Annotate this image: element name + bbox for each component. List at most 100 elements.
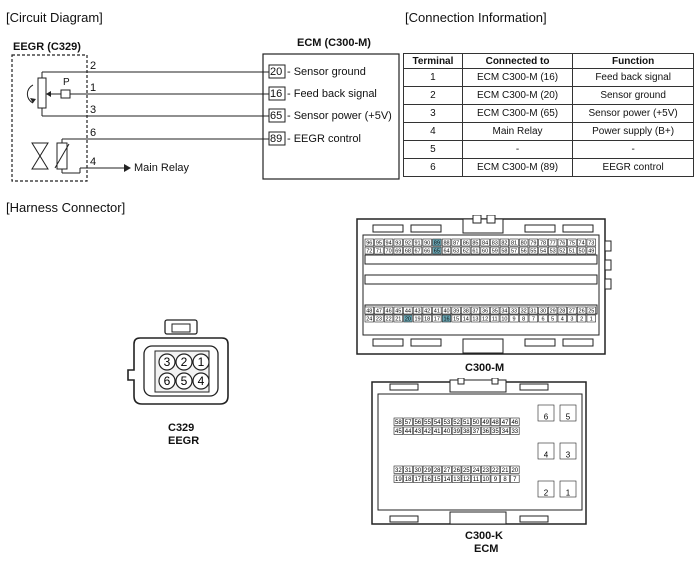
- cell: 2: [403, 86, 463, 105]
- c300k-pin-label: 29: [424, 468, 431, 474]
- c300k-pin-label: 31: [405, 468, 412, 474]
- c300k-pin-25: [461, 465, 472, 474]
- c300m-pin-label: 7: [532, 317, 535, 323]
- c300m-pin-label: 86: [463, 241, 469, 247]
- c300m-pin-5: [548, 314, 558, 323]
- c300m-pin-label: 65: [434, 249, 440, 255]
- c300m-pin-48: [364, 306, 374, 315]
- c300m-pin-label: 49: [588, 249, 594, 255]
- c300m-pin-4: [557, 314, 567, 323]
- c300k-pin-label: 39: [453, 429, 460, 435]
- c300m-pin-label: 16: [443, 317, 449, 323]
- c300k-pin-label: 23: [482, 468, 489, 474]
- c300m-pin-14: [461, 314, 471, 323]
- c300m-pin-46: [383, 306, 394, 315]
- c300m-pin-84: [480, 238, 490, 247]
- c300m-pin-label: 26: [579, 309, 585, 315]
- c300k-pin-label: 13: [453, 477, 460, 483]
- c300k-pin-label: 16: [424, 477, 431, 483]
- c300m-pin-label: 77: [550, 241, 556, 247]
- c300m-pin-29: [548, 306, 558, 315]
- c300k-pin-52: [451, 417, 462, 426]
- c300m-pin-32: [519, 306, 529, 315]
- c300k-pin-label: 28: [434, 468, 441, 474]
- c300m-pin-label: 90: [424, 241, 430, 247]
- c300m-pin-label: 46: [386, 309, 392, 315]
- c300k-pin-29: [422, 465, 433, 474]
- c300m-pin-label: 42: [424, 309, 430, 315]
- c300m-pin-label: 23: [376, 317, 382, 323]
- c300m-pin-31: [528, 306, 538, 315]
- c300m-pin-73: [586, 238, 596, 247]
- ecm-terminal-16-label: - Feed back signal: [287, 88, 377, 100]
- c300m-pin-79: [528, 238, 538, 247]
- c300m-pin-label: 13: [472, 317, 478, 323]
- c300m-pin-label: 66: [424, 249, 430, 255]
- c300k-pin-label: 15: [434, 477, 441, 483]
- c300m-pin-label: 63: [453, 249, 459, 255]
- c300m-pin-label: 44: [405, 309, 411, 315]
- c300m-pin-1: [586, 314, 596, 323]
- c300k-pin-label: 26: [453, 468, 460, 474]
- cell: 6: [403, 158, 463, 177]
- c300m-pin-label: 96: [366, 241, 372, 247]
- circuit-diagram-title: [Circuit Diagram]: [6, 10, 103, 25]
- c300k-pin-21: [500, 465, 510, 474]
- c300k-pin-28: [432, 465, 442, 474]
- c300m-pin-label: 4: [561, 317, 564, 323]
- c300m-pin-63: [451, 246, 461, 255]
- c300k-pin-44: [403, 426, 413, 435]
- c300k-pin-30: [413, 465, 423, 474]
- c300k-pin-35: [490, 426, 501, 435]
- connection-info-title: [Connection Information]: [405, 10, 547, 25]
- c300m-pin-label: 1: [590, 317, 593, 323]
- c300k-pin-58: [393, 417, 404, 426]
- cell: 4: [403, 122, 463, 141]
- c300m-pin-59: [490, 246, 500, 255]
- c300k-pin-label: 46: [511, 420, 518, 426]
- c300m-pin-49: [586, 246, 596, 255]
- c300m-pin-label: 73: [588, 241, 594, 247]
- c300m-pin-label: 27: [569, 309, 575, 315]
- c300m-pin-label: 79: [530, 241, 536, 247]
- c300m-pin-label: 17: [434, 317, 440, 323]
- c300k-pin-16: [422, 474, 433, 483]
- c300m-pin-96: [364, 238, 374, 247]
- c300m-pin-77: [548, 238, 558, 247]
- c300m-pin-label: 75: [569, 241, 575, 247]
- c300m-pin-label: 71: [376, 249, 382, 255]
- table-row: 3 ECM C300-M (65) Sensor power (+5V): [403, 104, 694, 123]
- c300m-pin-15: [451, 314, 461, 323]
- c300k-pin-label: 49: [482, 420, 489, 426]
- c300m-pin-label: 54: [540, 249, 546, 255]
- c300m-pin-label: 28: [559, 309, 565, 315]
- c300k-pin-label: 2: [544, 489, 549, 498]
- ecm-terminal-89-label: - EEGR control: [287, 133, 361, 145]
- c300k-name: C300-K: [465, 530, 503, 542]
- c300m-pin-80: [519, 238, 529, 247]
- c300m-pin-label: 3: [570, 317, 573, 323]
- c300m-pin-label: 31: [530, 309, 536, 315]
- c300m-pin-label: 88: [443, 241, 449, 247]
- c300k-pin-label: 25: [463, 468, 470, 474]
- cell: 5: [403, 140, 463, 159]
- c300k-pin-24: [471, 465, 481, 474]
- c300k-pin-label: 27: [444, 468, 451, 474]
- c300k-pin-label: 52: [453, 420, 460, 426]
- c300m-pin-label: 37: [472, 309, 478, 315]
- c300k-pin-label: 19: [395, 477, 402, 483]
- c300m-pin-34: [499, 306, 510, 315]
- c300m-pin-65: [432, 246, 442, 255]
- c300k-pin-label: 6: [544, 413, 549, 422]
- c300k-pin-55: [422, 417, 433, 426]
- c300m-pin-label: 68: [405, 249, 411, 255]
- c300m-pin-94: [383, 238, 394, 247]
- c300m-pin-27: [567, 306, 577, 315]
- cell: Sensor ground: [572, 86, 694, 105]
- c300m-pin-44: [403, 306, 413, 315]
- c300k-pin-label: 57: [405, 420, 412, 426]
- c300m-pin-label: 83: [492, 241, 498, 247]
- connection-table: Terminal Connected to Function 1 ECM C30…: [403, 53, 694, 177]
- c300k-pin-56: [413, 417, 423, 426]
